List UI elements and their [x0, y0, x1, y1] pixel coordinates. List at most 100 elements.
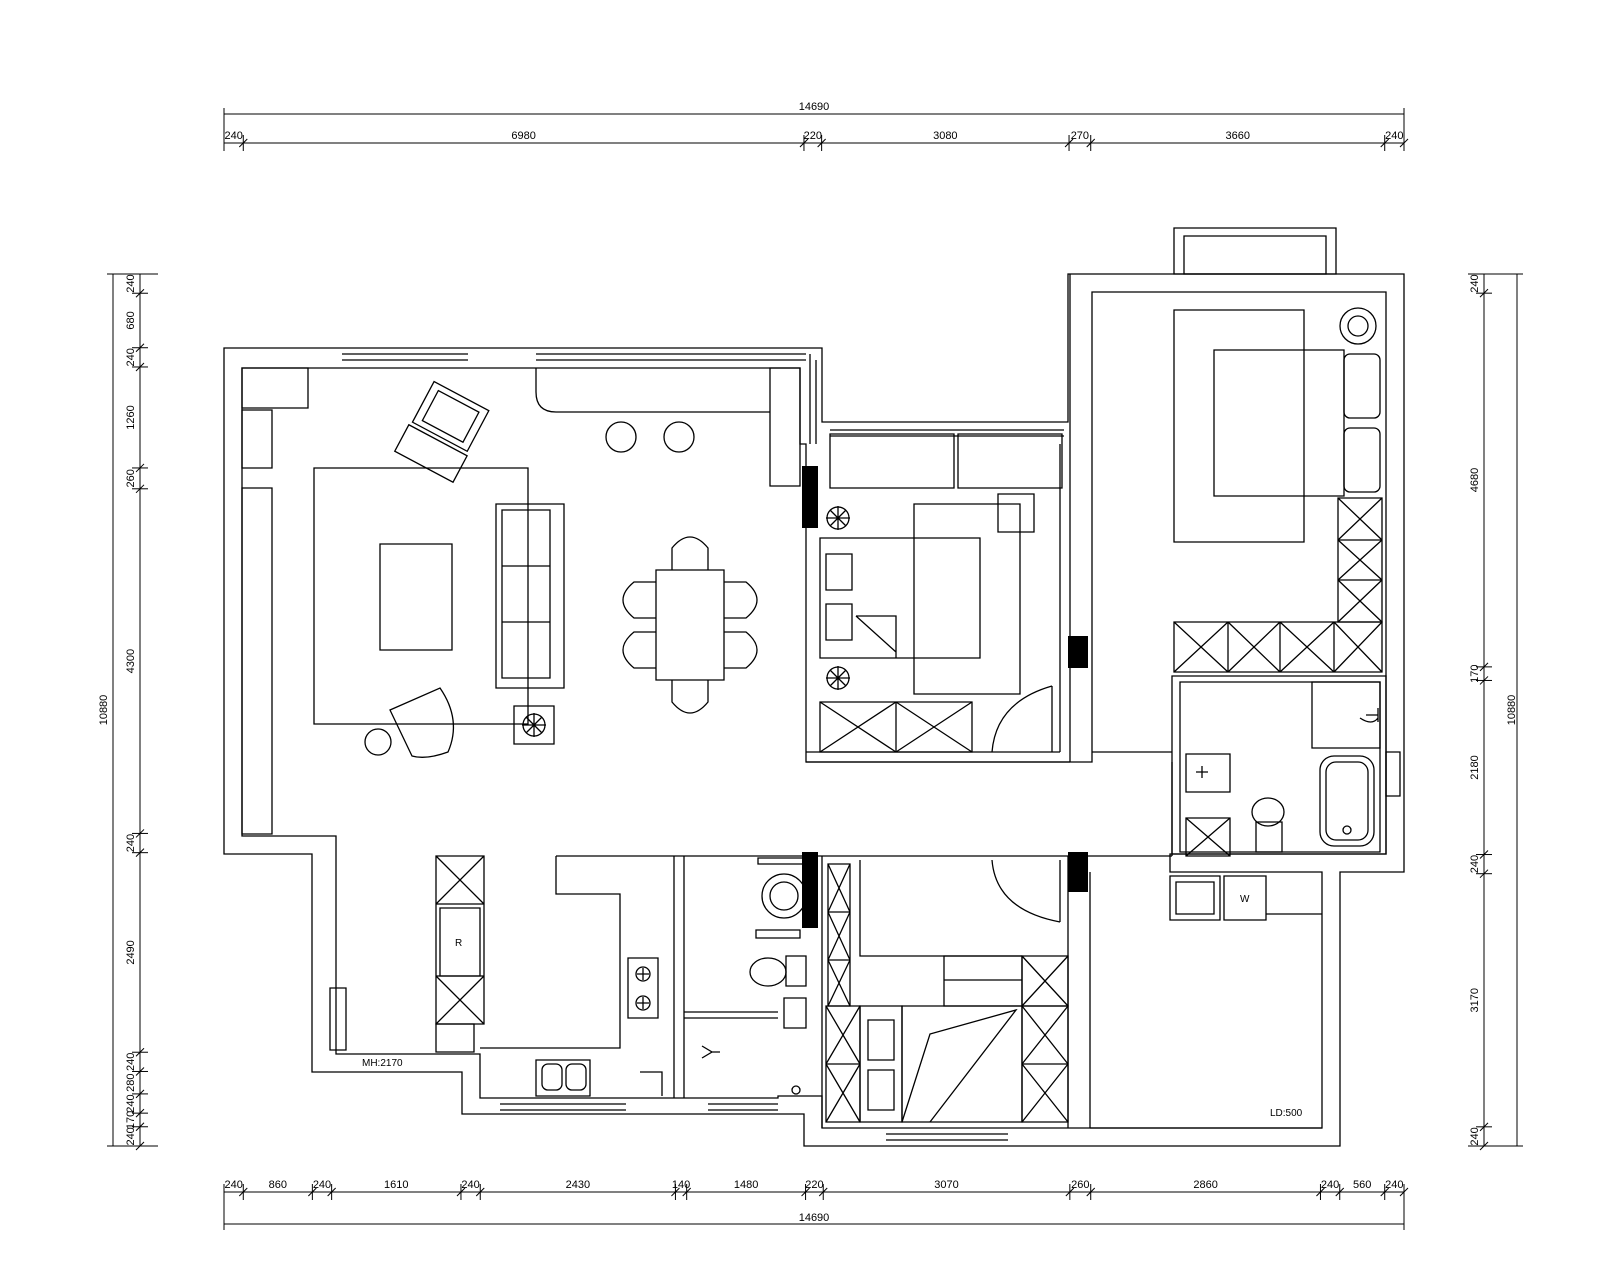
top-segment-dimension: 270: [1071, 130, 1089, 142]
left-segment-dimension: 1260: [125, 405, 137, 429]
windows-top: [342, 354, 1064, 444]
bottom-segment-dimension: 240: [313, 1179, 331, 1191]
dimension-tick: [1480, 851, 1488, 859]
right-segment-dimension: 240: [1469, 855, 1481, 873]
right-segment-dimension: 240: [1469, 274, 1481, 292]
dimension-tick: [136, 363, 144, 371]
left-segment-dimension: 240: [125, 1127, 137, 1145]
exterior-walls: [224, 274, 1404, 1146]
dimension-tick: [1381, 139, 1389, 147]
bottom-segment-dimension: 240: [1385, 1179, 1403, 1191]
left-segment-dimension: 240: [125, 348, 137, 366]
dimension-tick: [328, 1188, 336, 1196]
dimension-tick: [239, 1188, 247, 1196]
dimension-tick: [308, 1188, 316, 1196]
bathroom: [1186, 682, 1400, 856]
left-segment-dimension: 4300: [125, 649, 137, 673]
bottom-segment-dimension: 2430: [566, 1179, 590, 1191]
dimension-ticks: [107, 108, 1523, 1230]
master-bedroom: [1174, 308, 1382, 672]
dimension-tick: [136, 1142, 144, 1150]
dimension-tick: [1480, 676, 1488, 684]
bottom-segment-dimension: 560: [1353, 1179, 1371, 1191]
top-segment-dimension: 220: [804, 130, 822, 142]
dimension-tick: [457, 1188, 465, 1196]
dimension-texts-top: 14690 240 6980 220 3080 270 3660 240: [224, 101, 1403, 142]
dimension-tick: [239, 139, 247, 147]
dimension-tick: [1087, 1188, 1095, 1196]
dimension-tick: [802, 1188, 810, 1196]
washer-label: W: [1240, 894, 1250, 905]
kitchen: [436, 856, 662, 1096]
dimension-tick: [1400, 1188, 1408, 1196]
dimension-tick: [1336, 1188, 1344, 1196]
bottom-total-dimension: 14690: [799, 1212, 830, 1224]
bedroom-3: [826, 860, 1068, 1122]
top-segment-dimension: 240: [1385, 130, 1403, 142]
windows-bottom: [500, 1104, 1008, 1140]
dimension-texts-right: 10880 240 4680 170 2180 240 3170 240: [1469, 274, 1518, 1145]
bottom-segment-dimension: 240: [461, 1179, 479, 1191]
bottom-segment-dimension: 1610: [384, 1179, 408, 1191]
left-segment-dimension: 240: [125, 274, 137, 292]
bottom-segment-dimension: 260: [1071, 1179, 1089, 1191]
dimension-tick: [1480, 870, 1488, 878]
left-segment-dimension: 170: [125, 1111, 137, 1129]
bedroom-2: [820, 434, 1062, 752]
left-segment-dimension: 260: [125, 469, 137, 487]
dimension-tick: [136, 829, 144, 837]
dimension-tick: [1400, 139, 1408, 147]
dimension-tick: [136, 1090, 144, 1098]
bottom-segment-dimension: 3070: [934, 1179, 958, 1191]
dimension-tick: [1087, 139, 1095, 147]
dimension-tick: [136, 344, 144, 352]
left-segment-dimension: 2490: [125, 940, 137, 964]
top-segment-dimension: 3080: [933, 130, 957, 142]
structural-columns: [802, 466, 1088, 928]
interior-walls: [242, 274, 1386, 1128]
left-segment-dimension: 680: [125, 311, 137, 329]
top-segment-dimension: 6980: [511, 130, 535, 142]
top-total-dimension: 14690: [799, 101, 830, 113]
dimension-texts-left: 10880 240 680 240 1260 260 4300 240 2490 240 280 2…: [98, 274, 137, 1145]
dimension-tick: [136, 289, 144, 297]
bottom-segment-dimension: 860: [269, 1179, 287, 1191]
dimension-tick: [1480, 1142, 1488, 1150]
right-segment-dimension: 4680: [1469, 468, 1481, 492]
dimension-tick: [1066, 1188, 1074, 1196]
bottom-segment-dimension: 220: [805, 1179, 823, 1191]
right-segment-dimension: 170: [1469, 664, 1481, 682]
dimension-tick: [671, 1188, 679, 1196]
top-segment-dimension: 240: [224, 130, 242, 142]
balcony-top: [1174, 228, 1336, 274]
left-segment-dimension: 280: [125, 1074, 137, 1092]
dimension-tick: [1316, 1188, 1324, 1196]
dimension-tick: [136, 464, 144, 472]
left-total-dimension: 10880: [98, 695, 110, 726]
dimension-tick: [1480, 1123, 1488, 1131]
dining-set: [623, 537, 757, 713]
living-room: [314, 368, 770, 757]
dimension-tick: [1381, 1188, 1389, 1196]
ld-label: LD:500: [1270, 1108, 1303, 1119]
right-segment-dimension: 240: [1469, 1127, 1481, 1145]
left-segment-dimension: 240: [125, 834, 137, 852]
right-segment-dimension: 2180: [1469, 755, 1481, 779]
ceiling-height-label: MH:2170: [362, 1058, 403, 1069]
dimension-tick: [136, 849, 144, 857]
dimension-tick: [819, 1188, 827, 1196]
bottom-segment-dimension: 2860: [1193, 1179, 1217, 1191]
right-segment-dimension: 3170: [1469, 988, 1481, 1012]
dimension-tick: [800, 139, 808, 147]
left-segment-dimension: 240: [125, 1094, 137, 1112]
dimension-tick: [136, 485, 144, 493]
dimension-tick: [1480, 663, 1488, 671]
dimension-tick: [1065, 139, 1073, 147]
dimension-tick: [1480, 289, 1488, 297]
right-total-dimension: 10880: [1506, 695, 1518, 726]
bottom-segment-dimension: 140: [672, 1179, 690, 1191]
laundry-area: [1170, 876, 1322, 920]
top-segment-dimension: 3660: [1225, 130, 1249, 142]
